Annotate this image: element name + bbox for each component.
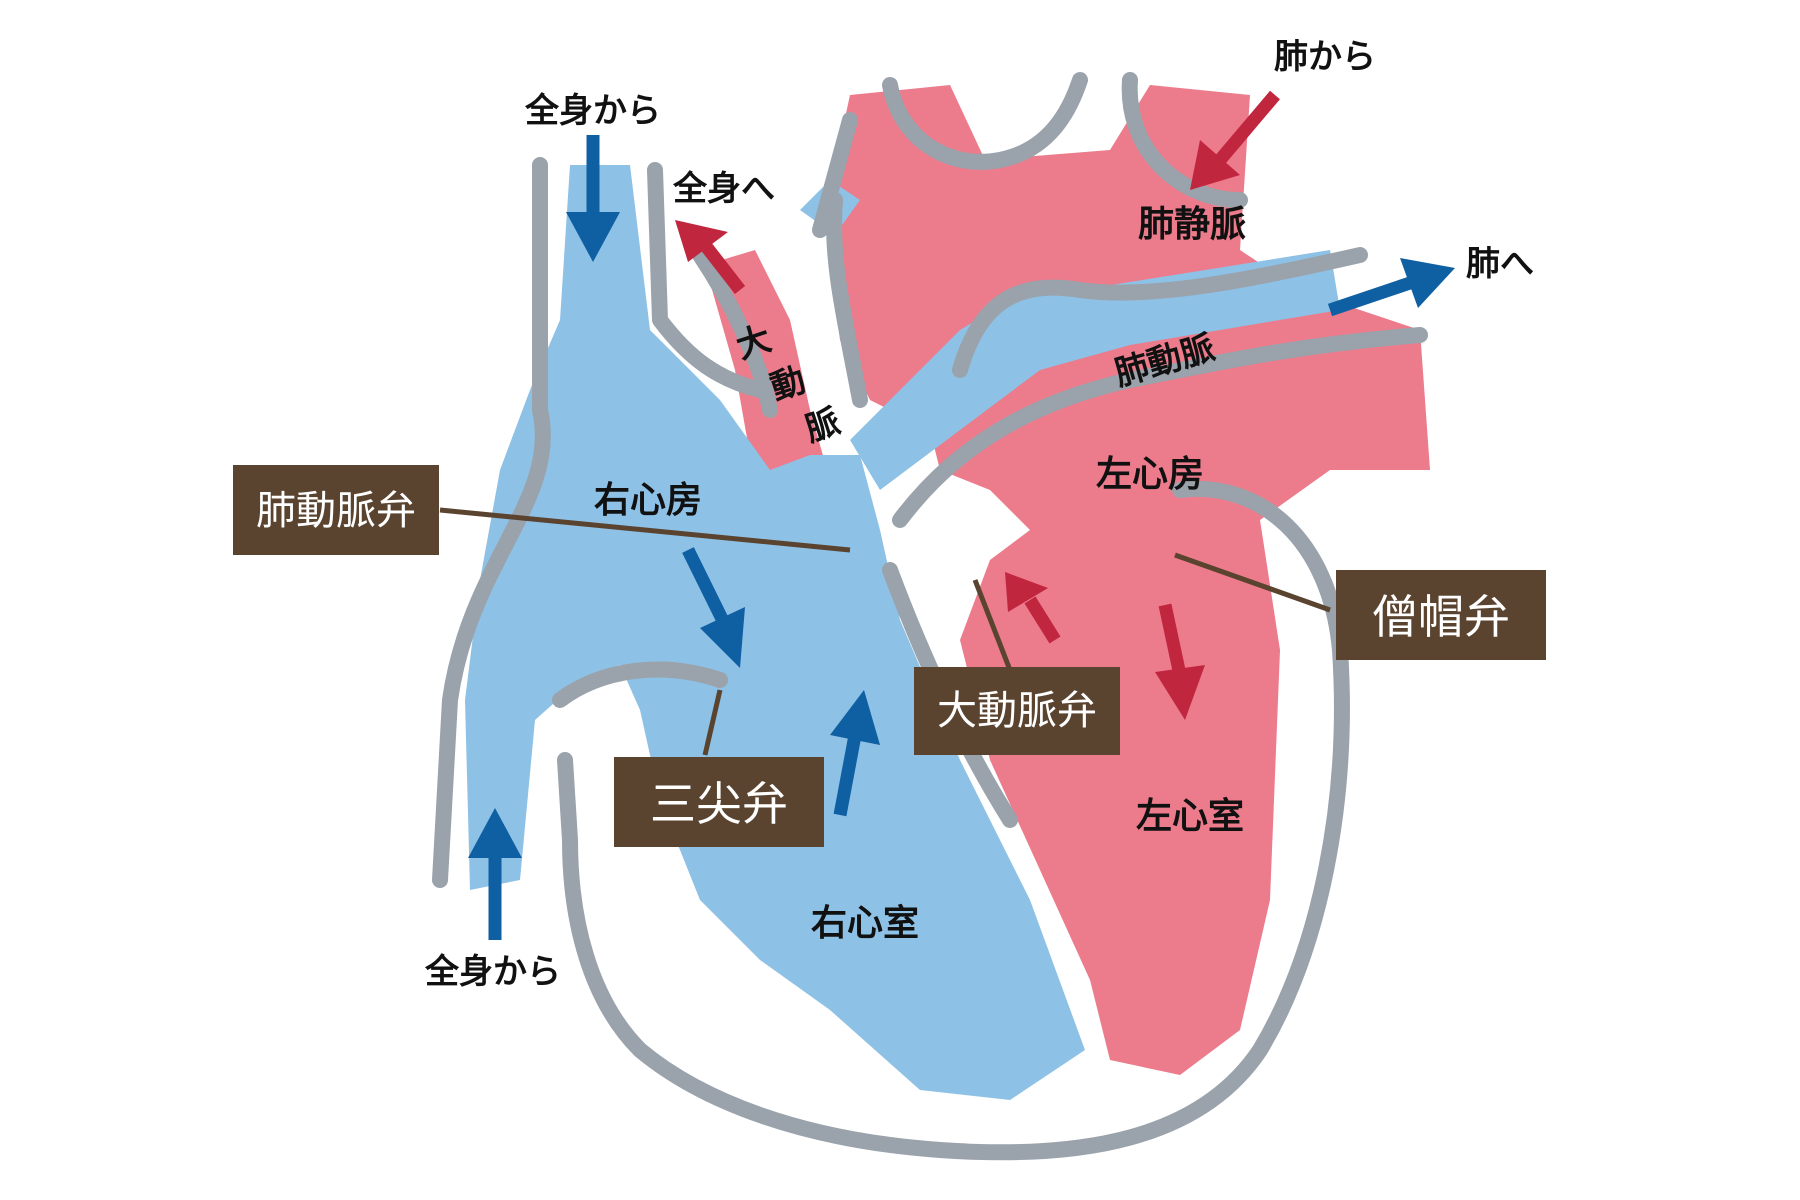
pulmonary-valve-label: 肺動脈弁: [256, 488, 416, 534]
right-atrium-label: 右心房: [594, 480, 702, 521]
right-ventricle-label: 右心室: [811, 903, 919, 944]
pulmonary-valve-leader: [439, 507, 851, 553]
arrow-icon: [682, 547, 745, 668]
pulmonary-vein-wall: [1121, 72, 1248, 208]
arrow-icon: [830, 690, 880, 817]
mitral-valve-box: 僧帽弁: [1336, 570, 1546, 660]
aorta-wall-left: [692, 247, 778, 418]
arrow-icon: [1155, 603, 1205, 720]
tricuspid-valve-box: 三尖弁: [614, 757, 824, 847]
arrow-icon: [1005, 572, 1061, 644]
chamber-labels: 右心房 左心房 右心室 左心室: [594, 454, 1244, 944]
left-ventricle-label: 左心室: [1136, 796, 1244, 837]
outer-wall-left: [432, 157, 551, 888]
aortic-valve-leader: [972, 579, 1013, 671]
right-heart-blue-region: [465, 165, 1085, 1100]
arrow-icon: [1327, 258, 1455, 317]
upper-arch-wall: [882, 72, 1088, 170]
flow-arrows: [468, 90, 1455, 940]
aorta-wall-right: [812, 112, 868, 408]
arrow-icon: [468, 808, 522, 940]
pulmonary-artery-blue-region: [850, 250, 1340, 490]
aortic-valve-box: 大動脈弁: [914, 667, 1120, 755]
to-body-label: 全身へ: [672, 169, 775, 209]
inner-wall-right-ventricle: [552, 661, 728, 708]
valve-label-boxes: 肺動脈弁 三尖弁 大動脈弁 僧帽弁: [233, 465, 1546, 847]
arrow-icon: [1190, 90, 1280, 190]
pulmonary-artery-upper-wall: [952, 247, 1368, 378]
tricuspid-valve-label: 三尖弁: [650, 777, 788, 831]
arrow-icon: [675, 220, 746, 294]
from-body-top-label: 全身から: [524, 91, 661, 131]
pulmonary-artery-lower-wall: [892, 327, 1428, 528]
from-lungs-label: 肺から: [1274, 37, 1376, 77]
mitral-valve-leader: [1174, 552, 1331, 613]
pulmonary-vein-label: 肺静脈: [1138, 204, 1246, 245]
vena-cava-inner-wall: [647, 162, 768, 398]
pulmonary-valve-box: 肺動脈弁: [233, 465, 439, 555]
aortic-valve-label: 大動脈弁: [937, 688, 1097, 734]
flow-labels: 全身から 全身へ 肺から 肺へ 全身から: [424, 37, 1534, 992]
from-body-bottom-label: 全身から: [424, 952, 561, 992]
arrow-icon: [566, 135, 620, 262]
to-lungs-label: 肺へ: [1466, 244, 1534, 284]
mitral-valve-label: 僧帽弁: [1372, 590, 1510, 644]
tricuspid-valve-leader: [702, 689, 723, 756]
leader-lines: [439, 507, 1331, 756]
left-atrium-label: 左心房: [1096, 454, 1204, 495]
